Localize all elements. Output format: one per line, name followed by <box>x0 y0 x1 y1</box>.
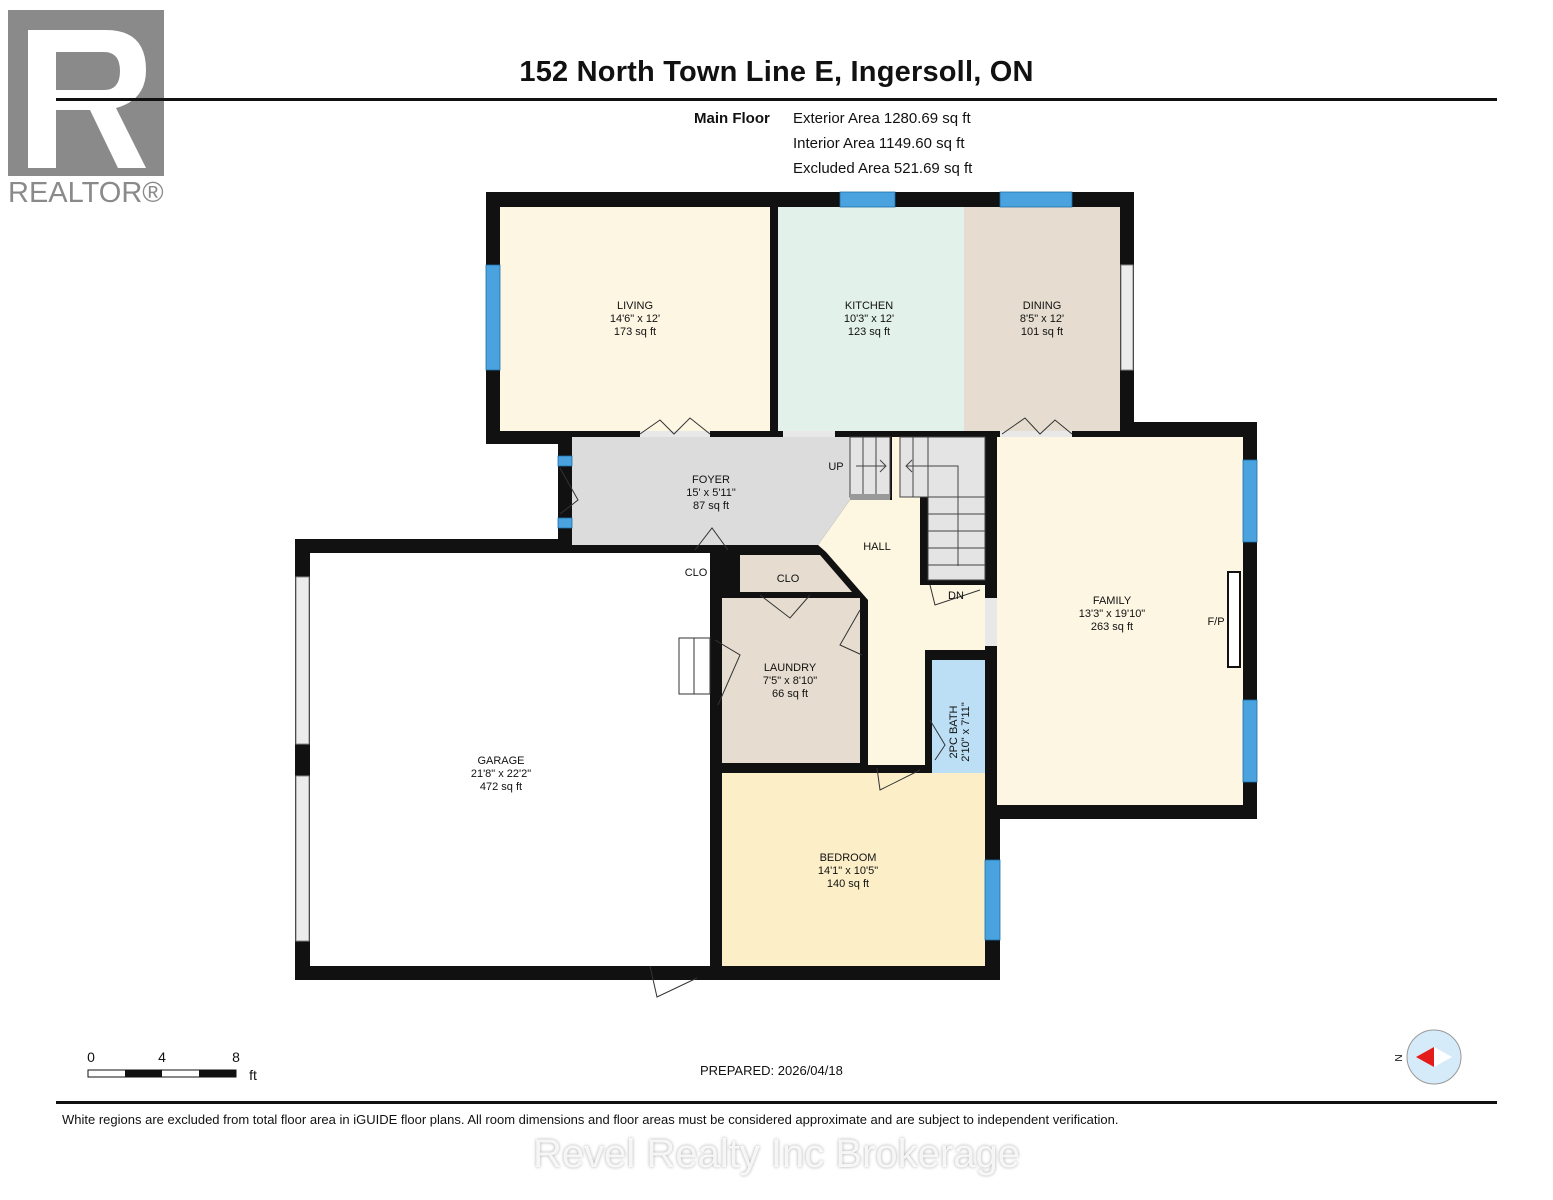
scale-tick-0: 0 <box>87 1049 95 1065</box>
bedroom-area: 140 sq ft <box>827 878 869 890</box>
compass-icon: N <box>1394 1029 1462 1085</box>
room-kitchen <box>778 207 964 431</box>
dining-name: DINING <box>1023 300 1062 312</box>
compass-north-label: N <box>1394 1054 1405 1061</box>
room-garage <box>310 553 710 966</box>
clo-1-name: CLO <box>685 567 708 579</box>
laundry-dims: 7'5" x 8'10" <box>763 675 817 687</box>
living-dims: 14'6" x 12' <box>610 313 660 325</box>
header-divider <box>56 98 1497 101</box>
scale-tick-8: 8 <box>232 1049 240 1065</box>
fireplace-label: F/P <box>1207 616 1224 628</box>
garage-name: GARAGE <box>477 755 524 767</box>
bath-name: 2PC BATH <box>948 705 960 758</box>
garage-steps <box>678 637 711 695</box>
footer-divider <box>56 1101 1497 1104</box>
family-dims: 13'3" x 19'10" <box>1079 608 1146 620</box>
room-hall <box>818 437 985 765</box>
kitchen-dims: 10'3" x 12' <box>844 313 894 325</box>
stairs-up-label: UP <box>828 461 843 473</box>
laundry-area: 66 sq ft <box>772 688 808 700</box>
room-family <box>997 437 1243 805</box>
clo-2-name: CLO <box>777 573 800 585</box>
excluded-area: Excluded Area 521.69 sq ft <box>793 160 973 177</box>
dining-area: 101 sq ft <box>1021 326 1063 338</box>
room-foyer <box>572 437 850 545</box>
bath-dims: 2'10" x 7'11" <box>960 702 972 762</box>
room-dining <box>964 207 1120 431</box>
scale-bar: 0 4 8 ft <box>87 1049 257 1083</box>
family-area: 263 sq ft <box>1091 621 1133 633</box>
exterior-area: Exterior Area 1280.69 sq ft <box>793 110 971 127</box>
foyer-area: 87 sq ft <box>693 500 729 512</box>
room-laundry <box>722 598 860 763</box>
living-name: LIVING <box>617 300 653 312</box>
scale-tick-4: 4 <box>158 1049 166 1065</box>
watermark: Revel Realty Inc Brokerage <box>533 1132 1020 1176</box>
prepared-date: PREPARED: 2026/04/18 <box>700 1063 843 1078</box>
page-title: 152 North Town Line E, Ingersoll, ON <box>519 56 1034 88</box>
door-swings <box>559 417 1073 998</box>
kitchen-name: KITCHEN <box>845 300 893 312</box>
foyer-dims: 15' x 5'11" <box>686 487 736 499</box>
windows <box>485 191 1258 941</box>
living-area: 173 sq ft <box>614 326 656 338</box>
kitchen-area: 123 sq ft <box>848 326 890 338</box>
disclaimer: White regions are excluded from total fl… <box>62 1112 1119 1127</box>
interior-area: Interior Area 1149.60 sq ft <box>793 135 965 152</box>
room-clo-2 <box>740 555 852 592</box>
fireplace <box>1227 571 1241 668</box>
garage-dims: 21'8" x 22'2" <box>471 768 531 780</box>
stairs-up <box>849 436 891 500</box>
scale-unit: ft <box>249 1067 257 1083</box>
garage-area: 472 sq ft <box>480 781 522 793</box>
dining-dims: 8'5" x 12' <box>1020 313 1064 325</box>
foyer-name: FOYER <box>692 474 730 486</box>
laundry-name: LAUNDRY <box>764 662 817 674</box>
family-name: FAMILY <box>1093 595 1132 607</box>
room-bedroom <box>722 773 985 966</box>
hall-name: HALL <box>863 541 891 553</box>
floor-name: Main Floor <box>694 110 770 127</box>
realtor-logo-text: REALTOR® <box>8 177 164 209</box>
bedroom-name: BEDROOM <box>820 852 877 864</box>
bedroom-dims: 14'1" x 10'5" <box>818 865 878 877</box>
garage-doors <box>295 264 1134 942</box>
room-living <box>500 207 770 431</box>
stairs-down <box>899 436 986 581</box>
stairs-down-label: DN <box>948 590 964 602</box>
